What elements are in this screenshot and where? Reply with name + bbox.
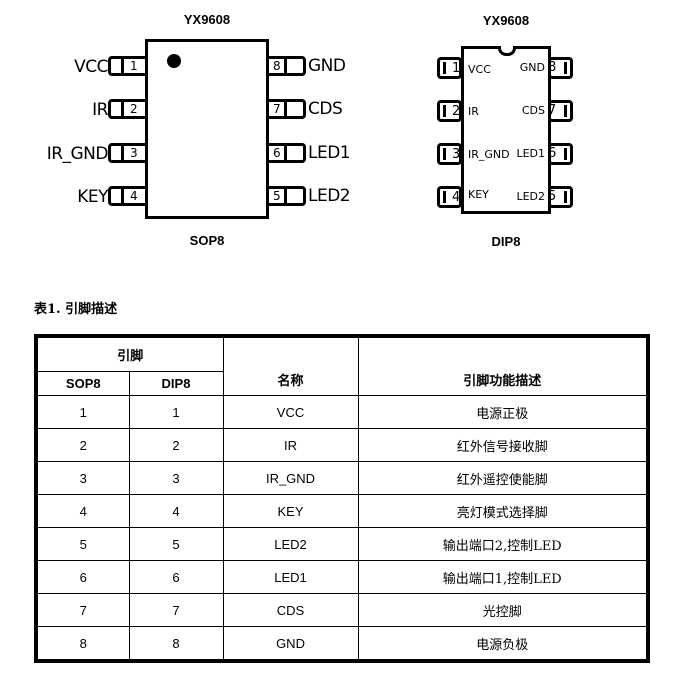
sop8-pin-8: 8 [266, 56, 306, 76]
sop8-package-label: SOP8 [189, 233, 225, 248]
dip8-pin-label: IR_GND [468, 148, 510, 161]
sop8-pin-label: LED1 [308, 143, 351, 163]
dip8-pin-label: LED1 [516, 147, 545, 160]
cell-name: LED2 [222, 527, 359, 561]
cell-description: 光控脚 [357, 593, 649, 627]
cell-sop8: 6 [35, 560, 130, 594]
sop8-pin-label: KEY [77, 187, 108, 207]
cell-sop8: 5 [35, 527, 130, 561]
cell-description: 输出端口1,控制LED [357, 560, 649, 594]
sop8-pin-3: 3 [108, 143, 148, 163]
cell-dip8: 5 [128, 527, 224, 561]
pin-number: 2 [130, 102, 138, 116]
cell-dip8: 8 [128, 626, 224, 662]
pin-number: 5 [548, 189, 557, 204]
sop8-pin-6: 6 [266, 143, 306, 163]
cell-name: CDS [222, 593, 359, 627]
dip8-pin-3 [437, 143, 462, 165]
pin-number: 4 [452, 190, 461, 205]
dip8-pin-4 [437, 186, 462, 208]
sop8-pin-2: 2 [108, 99, 148, 119]
cell-name: LED1 [222, 560, 359, 594]
cell-name: VCC [222, 395, 359, 429]
sop8-chip-name: YX9608 [183, 12, 231, 27]
pin-number: 3 [130, 146, 138, 160]
cell-dip8: 6 [128, 560, 224, 594]
pin-number: 6 [273, 146, 281, 160]
cell-description: 亮灯模式选择脚 [357, 494, 649, 528]
pin-number: 1 [452, 61, 461, 76]
dip8-pin-label: IR [468, 105, 479, 118]
cell-description: 电源负极 [357, 626, 649, 662]
cell-dip8: 2 [128, 428, 224, 462]
cell-sop8: 1 [35, 395, 130, 429]
cell-description: 红外遥控使能脚 [357, 461, 649, 495]
pin-number: 4 [130, 189, 138, 203]
pin-number: 6 [548, 146, 557, 161]
pin-number: 8 [548, 60, 557, 75]
pin-number: 2 [452, 104, 461, 119]
sop8-pin-label: LED2 [308, 186, 351, 206]
table-caption: 表1. 引脚描述 [34, 302, 118, 317]
header-dip8: DIP8 [128, 371, 224, 396]
sop8-pin-4: 4 [108, 186, 148, 206]
cell-name: KEY [222, 494, 359, 528]
dip8-pin-label: VCC [468, 63, 491, 76]
pin-number: 8 [273, 59, 281, 73]
pin-number: 5 [273, 189, 281, 203]
dip8-pin-2 [437, 100, 462, 122]
pin-number: 7 [548, 103, 557, 118]
dip8-pin-1 [437, 57, 462, 79]
pin-number: 7 [273, 102, 281, 116]
cell-sop8: 7 [35, 593, 130, 627]
dip8-package-label: DIP8 [491, 234, 521, 249]
sop8-pin-label: VCC [74, 57, 108, 77]
sop8-pin-label: GND [308, 56, 346, 76]
sop8-pin-5: 5 [266, 186, 306, 206]
cell-dip8: 4 [128, 494, 224, 528]
dip8-pin-label: GND [519, 61, 545, 74]
header-description: 引脚功能描述 [357, 335, 649, 396]
pin-number: 1 [130, 59, 138, 73]
sop8-pin-label: CDS [308, 99, 343, 119]
dip8-chip-name: YX9608 [482, 13, 530, 28]
cell-description: 电源正极 [357, 395, 649, 429]
header-name: 名称 [222, 335, 359, 396]
cell-name: IR [222, 428, 359, 462]
sop8-pin-label: IR [92, 100, 108, 120]
header-pin-group: 引脚 [35, 335, 224, 372]
cell-dip8: 7 [128, 593, 224, 627]
cell-dip8: 3 [128, 461, 224, 495]
cell-sop8: 4 [35, 494, 130, 528]
dip8-pin-label: LED2 [516, 190, 545, 203]
sop8-pin-1: 1 [108, 56, 148, 76]
pin-number: 3 [452, 147, 461, 162]
cell-sop8: 8 [35, 626, 130, 662]
sop8-chip-body [145, 39, 269, 219]
cell-description: 红外信号接收脚 [357, 428, 649, 462]
cell-sop8: 3 [35, 461, 130, 495]
sop8-pin-7: 7 [266, 99, 306, 119]
cell-name: GND [222, 626, 359, 662]
pin1-marker-dot [167, 54, 181, 68]
cell-description: 输出端口2,控制LED [357, 527, 649, 561]
sop8-pin-label: IR_GND [46, 144, 109, 164]
cell-sop8: 2 [35, 428, 130, 462]
dip8-notch [498, 46, 516, 56]
cell-dip8: 1 [128, 395, 224, 429]
header-sop8: SOP8 [35, 371, 130, 396]
cell-name: IR_GND [222, 461, 359, 495]
dip8-pin-label: CDS [521, 104, 545, 117]
dip8-pin-label: KEY [468, 188, 489, 201]
